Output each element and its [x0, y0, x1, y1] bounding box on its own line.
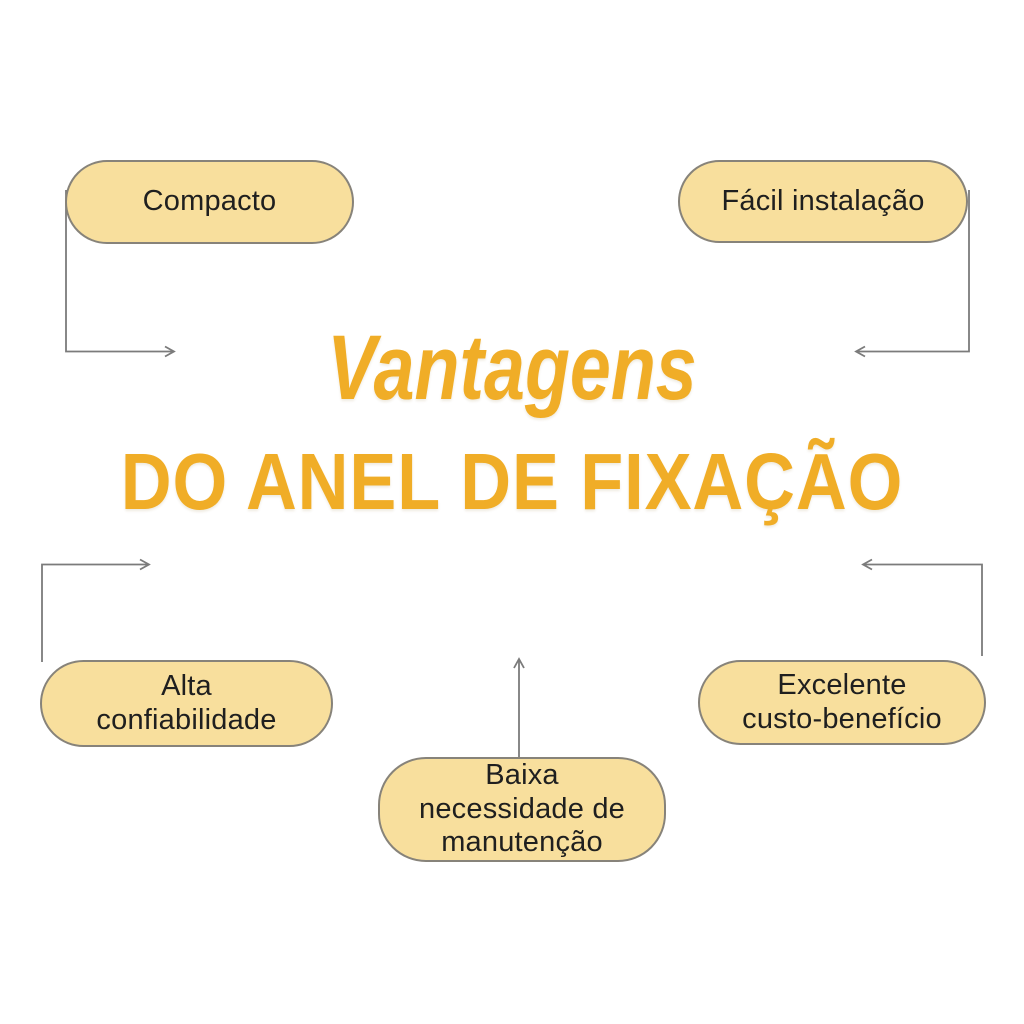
connector-excelente-arrowhead [861, 558, 873, 571]
node-excelente-custo-beneficio-label: Excelente custo-benefício [742, 669, 942, 735]
node-compacto: Compacto [65, 160, 354, 244]
connector-alta-arrowhead [139, 558, 151, 571]
node-compacto-label: Compacto [142, 185, 277, 218]
node-alta-confiabilidade: Alta confiabilidade [40, 660, 333, 747]
node-facil-instalacao-label: Fácil instalação [721, 184, 925, 217]
title-vantagens: Vantagens [327, 317, 697, 419]
node-excelente-custo-beneficio: Excelente custo-benefício [698, 660, 986, 745]
node-facil-instalacao: Fácil instalação [678, 160, 968, 243]
title-do-anel-de-fixacao: DO ANEL DE FIXAÇÃO [120, 437, 904, 526]
connector-baixa-arrowhead [513, 657, 525, 669]
node-alta-confiabilidade-label: Alta confiabilidade [96, 670, 277, 736]
node-baixa-manutencao: Baixa necessidade de manutenção [378, 757, 666, 862]
connector-excelente-elbow [864, 563, 983, 656]
connector-alta-elbow [41, 563, 148, 662]
node-baixa-manutencao-label: Baixa necessidade de manutenção [419, 759, 625, 859]
